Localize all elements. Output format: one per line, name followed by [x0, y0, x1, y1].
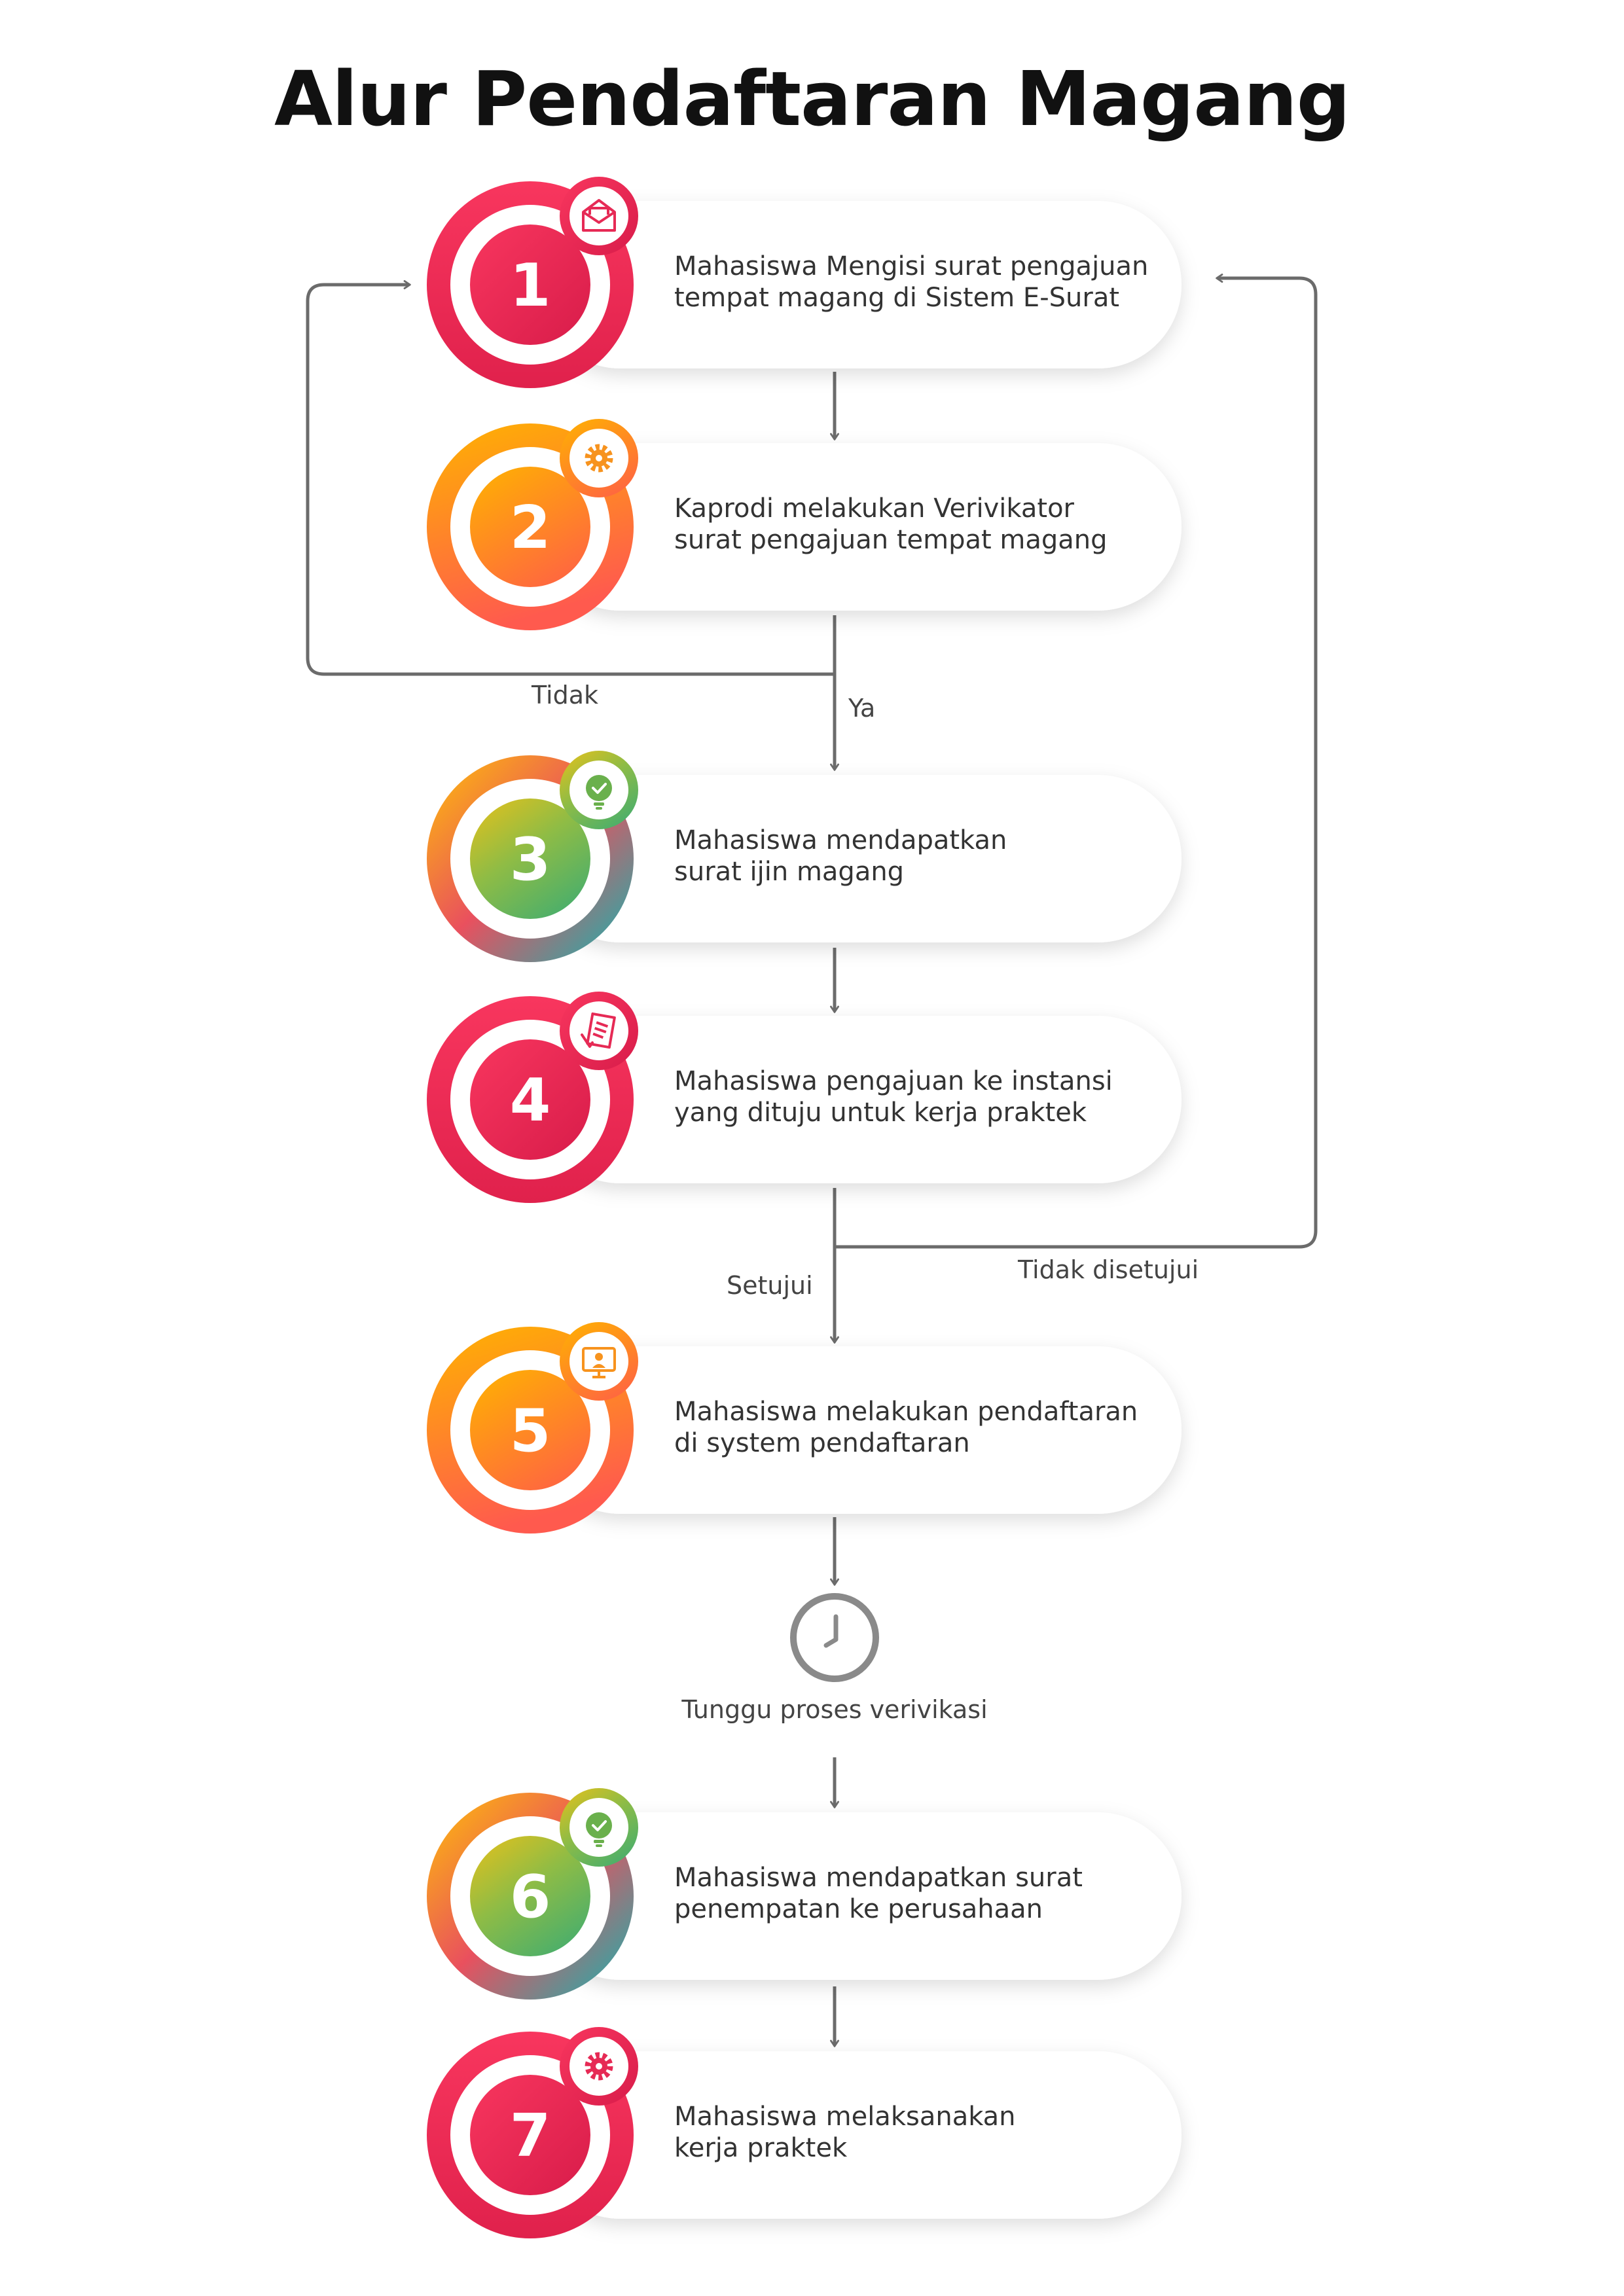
step-text-line: kerja praktek [674, 2133, 848, 2163]
step-number: 2 [510, 493, 551, 562]
bulb-check-icon [586, 775, 612, 810]
step-card [537, 201, 1182, 368]
step-text-line: Mahasiswa Mengisi surat pengajuan [674, 251, 1149, 281]
step-1: 1 [427, 177, 1182, 388]
step-4-description: Mahasiswa pengajuan ke instansi yang dit… [674, 1066, 1172, 1128]
step-text-line: tempat magang di Sistem E-Surat [674, 283, 1120, 313]
gear-icon [585, 2052, 613, 2081]
step-2-description: Kaprodi melakukan Verivikator surat peng… [674, 493, 1172, 556]
step-text-line: Kaprodi melakukan Verivikator [674, 493, 1074, 524]
step-text-line: di system pendaftaran [674, 1428, 970, 1458]
step-7-description: Mahasiswa melaksanakan kerja praktek [674, 2101, 1172, 2164]
document-pen-icon [581, 1012, 616, 1049]
branch-label-tidak-disetujui: Tidak disetujui [1018, 1255, 1199, 1284]
step-6-description: Mahasiswa mendapatkan surat penempatan k… [674, 1862, 1172, 1925]
branch-label-tidak: Tidak [532, 681, 599, 709]
step-3: 3 [427, 751, 1182, 962]
step-text-line: Mahasiswa melakukan pendaftaran [674, 1397, 1138, 1427]
branch-label-setujui: Setujui [727, 1271, 813, 1300]
bulb-check-icon [586, 1812, 612, 1847]
branch-label-ya: Ya [848, 694, 876, 723]
step-text-line: Mahasiswa melaksanakan [674, 2102, 1016, 2132]
step-card [537, 775, 1182, 942]
step-text-line: penempatan ke perusahaan [674, 1894, 1043, 1924]
gear-icon [585, 444, 613, 473]
step-1-description: Mahasiswa Mengisi surat pengajuan tempat… [674, 251, 1172, 314]
step-7: 7 [427, 2027, 1182, 2238]
step-number: 1 [510, 251, 551, 320]
step-text-line: Mahasiswa mendapatkan surat [674, 1863, 1083, 1893]
page-title: Alur Pendaftaran Magang [274, 56, 1350, 143]
step-card [537, 2051, 1182, 2219]
step-card [537, 1812, 1182, 1980]
step-3-description: Mahasiswa mendapatkan surat ijin magang [674, 825, 1172, 888]
step-text-line: Mahasiswa mendapatkan [674, 825, 1007, 855]
envelope-icon [582, 199, 616, 232]
step-text-line: surat pengajuan tempat magang [674, 525, 1108, 555]
step-card [537, 443, 1182, 611]
step-number: 5 [510, 1397, 551, 1465]
step-2: 2 [427, 419, 1182, 630]
step-number: 4 [510, 1066, 551, 1135]
loop-back-tidak-line [306, 280, 835, 676]
step-4: 4 [427, 992, 1182, 1203]
step-card [537, 1016, 1182, 1183]
step-5: 5 [427, 1322, 1182, 1534]
step-6: 6 [427, 1788, 1182, 2000]
step-number: 7 [510, 2102, 551, 2170]
step-number: 6 [510, 1863, 551, 1931]
step-text-line: yang dituju untuk kerja praktek [674, 1098, 1087, 1128]
step-card [537, 1346, 1182, 1514]
waiting-label: Tunggu proses verivikasi [681, 1695, 988, 1724]
clock-icon [790, 1593, 879, 1682]
step-number: 3 [510, 825, 551, 894]
step-text-line: Mahasiswa pengajuan ke instansi [674, 1066, 1113, 1096]
step-5-description: Mahasiswa melakukan pendaftaran di syste… [674, 1396, 1172, 1459]
step-text-line: surat ijin magang [674, 857, 905, 887]
monitor-user-icon [582, 1347, 616, 1378]
loop-back-tidak-disetujui-line [835, 274, 1318, 1249]
